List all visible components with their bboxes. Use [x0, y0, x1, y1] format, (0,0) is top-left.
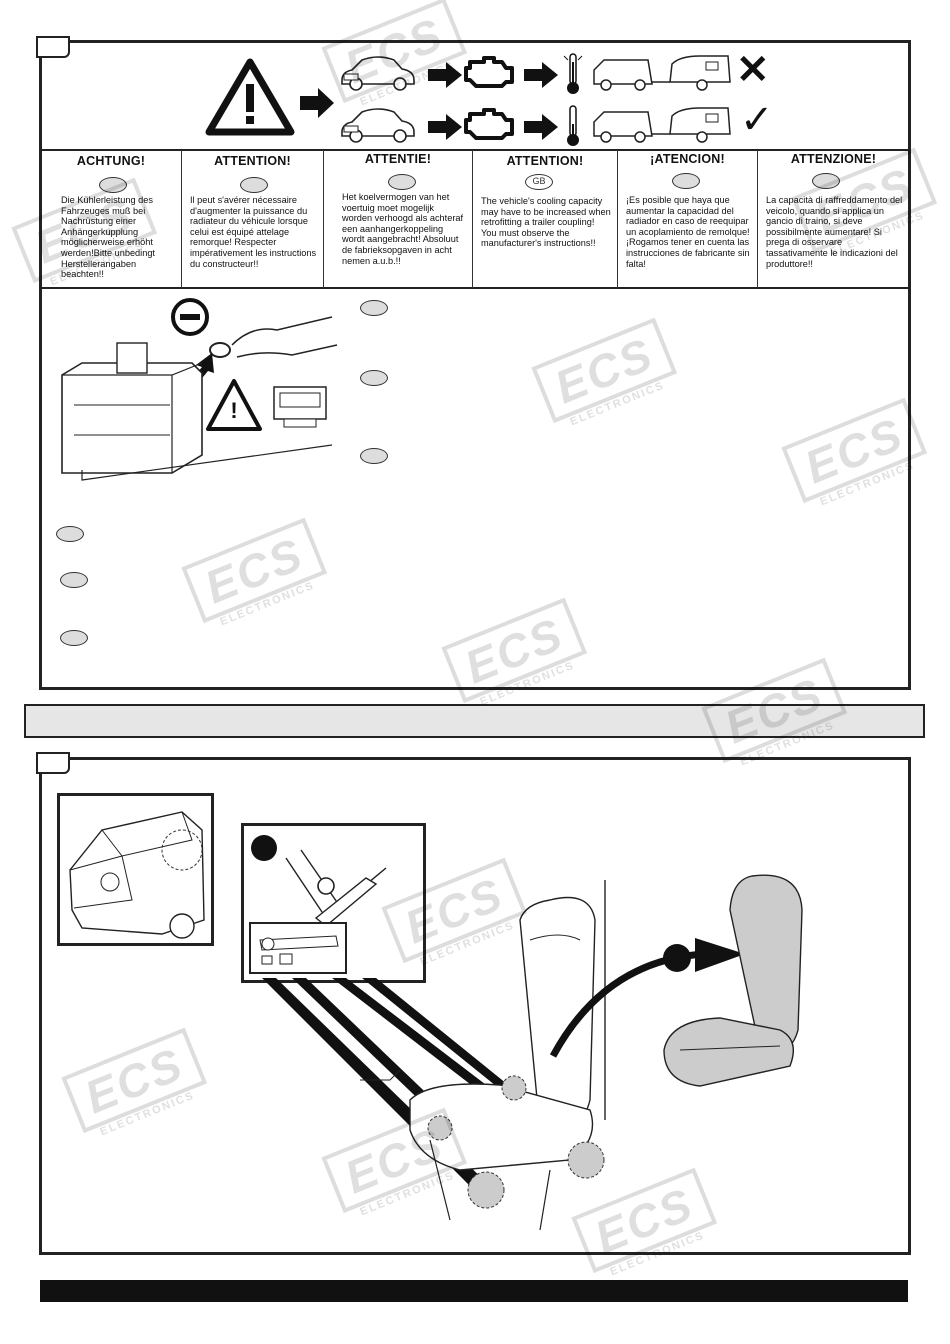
- arrow-right-icon: [300, 88, 334, 118]
- section-header-bar: [24, 704, 925, 738]
- warning-mark: !: [230, 398, 238, 423]
- van-front-illustration: [69, 811, 205, 939]
- warning-heading: ATTENTION!: [506, 154, 584, 168]
- step-oval: [360, 448, 388, 464]
- engine-icon: [464, 56, 514, 88]
- car-icon: [341, 108, 415, 143]
- battery-disconnect-illustration: [61, 298, 338, 481]
- flag-badge: GB: [525, 174, 553, 190]
- arrow-right-icon: [428, 62, 462, 88]
- good-check-icon: ✓: [740, 98, 774, 142]
- warning-heading: ATTENZIONE!: [790, 152, 877, 166]
- warning-heading: ¡ATENCION!: [650, 152, 725, 166]
- arrow-right-icon: [524, 114, 558, 140]
- warning-triangle-icon: [205, 58, 295, 136]
- warning-heading: ATTENTIE!: [364, 152, 432, 166]
- arrow-right-icon: [428, 114, 462, 140]
- warning-col-it: ATTENZIONE! La capacità di raffreddament…: [758, 150, 909, 288]
- warning-text: ¡Es posible que haya que aumentar la cap…: [626, 195, 750, 269]
- table-divider-bottom: [41, 287, 909, 289]
- warning-col-de: ACHTUNG! Die Kühlerleistung des Fahrzeug…: [41, 150, 182, 288]
- van-caravan-icon: [593, 107, 731, 143]
- footer-bar: [40, 1280, 908, 1302]
- warning-text: Il peut s'avérer nécessaire d'augmenter …: [190, 195, 317, 269]
- step-oval: [60, 630, 88, 646]
- curved-arrow-icon: [549, 938, 745, 1058]
- flag-badge: [672, 173, 700, 189]
- flag-badge: [240, 177, 268, 193]
- seat-illustration: [360, 880, 606, 1231]
- step-oval: [360, 300, 388, 316]
- warning-col-nl: ATTENTIE! Het koelvermogen van het voert…: [324, 150, 473, 288]
- flag-badge: [388, 174, 416, 190]
- warning-heading: ATTENTION!: [214, 154, 291, 168]
- thermometer-icon: [563, 53, 583, 94]
- flag-badge: [812, 173, 840, 189]
- warning-col-fr: ATTENTION! Il peut s'avérer nécessaire d…: [182, 150, 324, 288]
- step-oval: [60, 572, 88, 588]
- step-oval: [56, 526, 84, 542]
- thermometer-icon: [567, 105, 579, 146]
- car-icon: [341, 56, 415, 91]
- engine-icon: [464, 108, 514, 140]
- arrow-right-icon: [524, 62, 558, 88]
- step-box-1: [36, 36, 70, 58]
- warning-text: Het koelvermogen van het voertuig moet m…: [342, 192, 464, 266]
- bad-x-icon: ✕: [736, 48, 770, 92]
- step-oval: [360, 370, 388, 386]
- warning-text: Die Kühlerleistung des Fahrzeuges muß be…: [61, 195, 155, 280]
- warning-text: La capacità di raffreddamento del veicol…: [766, 195, 903, 269]
- warning-heading: ACHTUNG!: [76, 154, 146, 168]
- table-divider-top: [41, 149, 909, 151]
- flag-badge: [99, 177, 127, 193]
- warning-col-es: ¡ATENCION! ¡Es posible que haya que aume…: [618, 150, 758, 288]
- van-caravan-icon: [593, 55, 731, 91]
- warning-text: The vehicle's cooling capacity may have …: [481, 196, 611, 249]
- step-box-2: [36, 752, 70, 774]
- bolt-detail-illustration: [249, 835, 387, 974]
- removed-seat-illustration: [663, 874, 803, 1087]
- warning-col-gb: ATTENTION! GB The vehicle's cooling capa…: [473, 150, 618, 288]
